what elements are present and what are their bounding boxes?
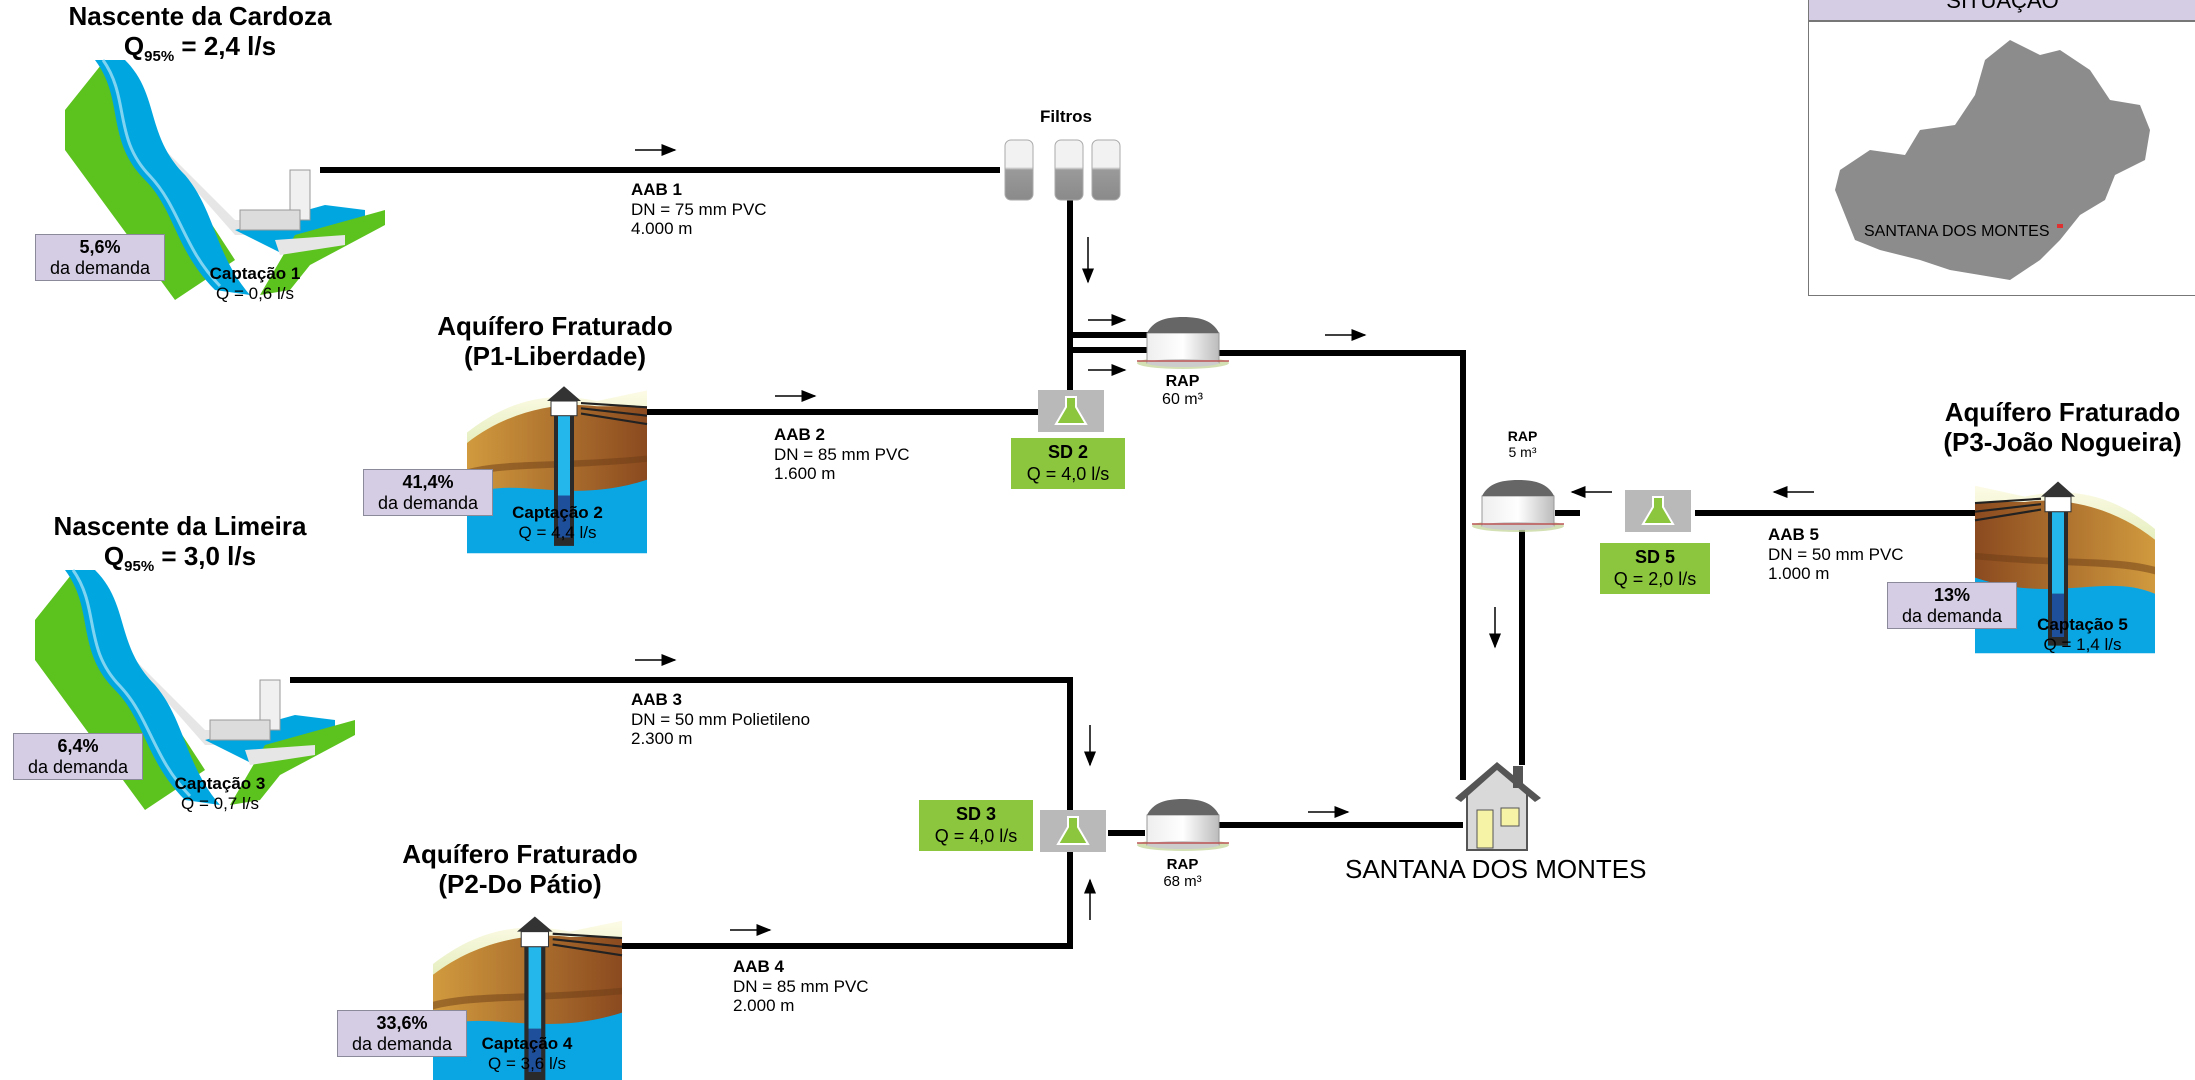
disinfection-sd2 bbox=[1037, 389, 1105, 433]
filters bbox=[1004, 139, 1121, 201]
pipe-aab4 bbox=[610, 850, 1073, 949]
situacao-header: SITUAÇÃO bbox=[1808, 0, 2195, 22]
reservoir-rap3 bbox=[1471, 479, 1565, 533]
source-title-limeira: Nascente da Limeira Q95% = 3,0 l/s bbox=[53, 511, 307, 576]
pipe-aab3 bbox=[290, 677, 1073, 810]
aquifer-title-p3: Aquífero Fraturado(P3-João Nogueira) bbox=[1943, 397, 2182, 457]
situacao-map-label: SANTANA DOS MONTES bbox=[1864, 223, 2050, 240]
aquifer-title-p2: Aquífero Fraturado(P2-Do Pátio) bbox=[402, 839, 638, 899]
captacao-1-label: Captação 1 Q = 0,6 l/s bbox=[209, 264, 301, 303]
situacao-map-panel bbox=[1808, 20, 2195, 296]
source-title-cardoza: Nascente da Cardoza Q95% = 2,4 l/s bbox=[68, 1, 332, 66]
minas-gerais-map-icon bbox=[1835, 40, 2150, 280]
captacao-3-label: Captação 3 Q = 0,7 l/s bbox=[174, 774, 266, 813]
demand-badge-captacao-2: 41,4% da demanda bbox=[363, 469, 493, 517]
demand-badge-captacao-3: 6,4% da demanda bbox=[13, 733, 143, 781]
reservoir-rap1 bbox=[1136, 316, 1230, 370]
house-icon bbox=[1455, 762, 1541, 851]
reservoir-rap2 bbox=[1136, 798, 1230, 852]
aquifer-title-p1: Aquífero Fraturado(P1-Liberdade) bbox=[437, 311, 673, 371]
location-marker bbox=[2057, 224, 2063, 228]
pipe-network bbox=[290, 167, 1975, 949]
city-name: SANTANA DOS MONTES bbox=[1345, 854, 1647, 884]
demand-badge-captacao-4: 33,6% da demanda bbox=[337, 1010, 467, 1058]
captacao-4-label: Captação 4 Q = 3,6 l/s bbox=[481, 1034, 573, 1073]
captacao-2-label: Captação 2 Q = 4,4 l/s bbox=[512, 503, 603, 542]
demand-badge-captacao-1: 5,6% da demanda bbox=[35, 234, 165, 282]
pipe-rap1-to-city bbox=[1215, 350, 1466, 780]
demand-badge-captacao-5: 13% da demanda bbox=[1887, 582, 2017, 630]
disinfection-sd5 bbox=[1624, 489, 1692, 533]
filters-label: Filtros bbox=[1040, 107, 1092, 126]
disinfection-sd3 bbox=[1039, 809, 1107, 853]
captacao-5-label: Captação 5 Q = 1,4 l/s bbox=[2037, 615, 2128, 654]
flow-arrows bbox=[635, 144, 1814, 936]
